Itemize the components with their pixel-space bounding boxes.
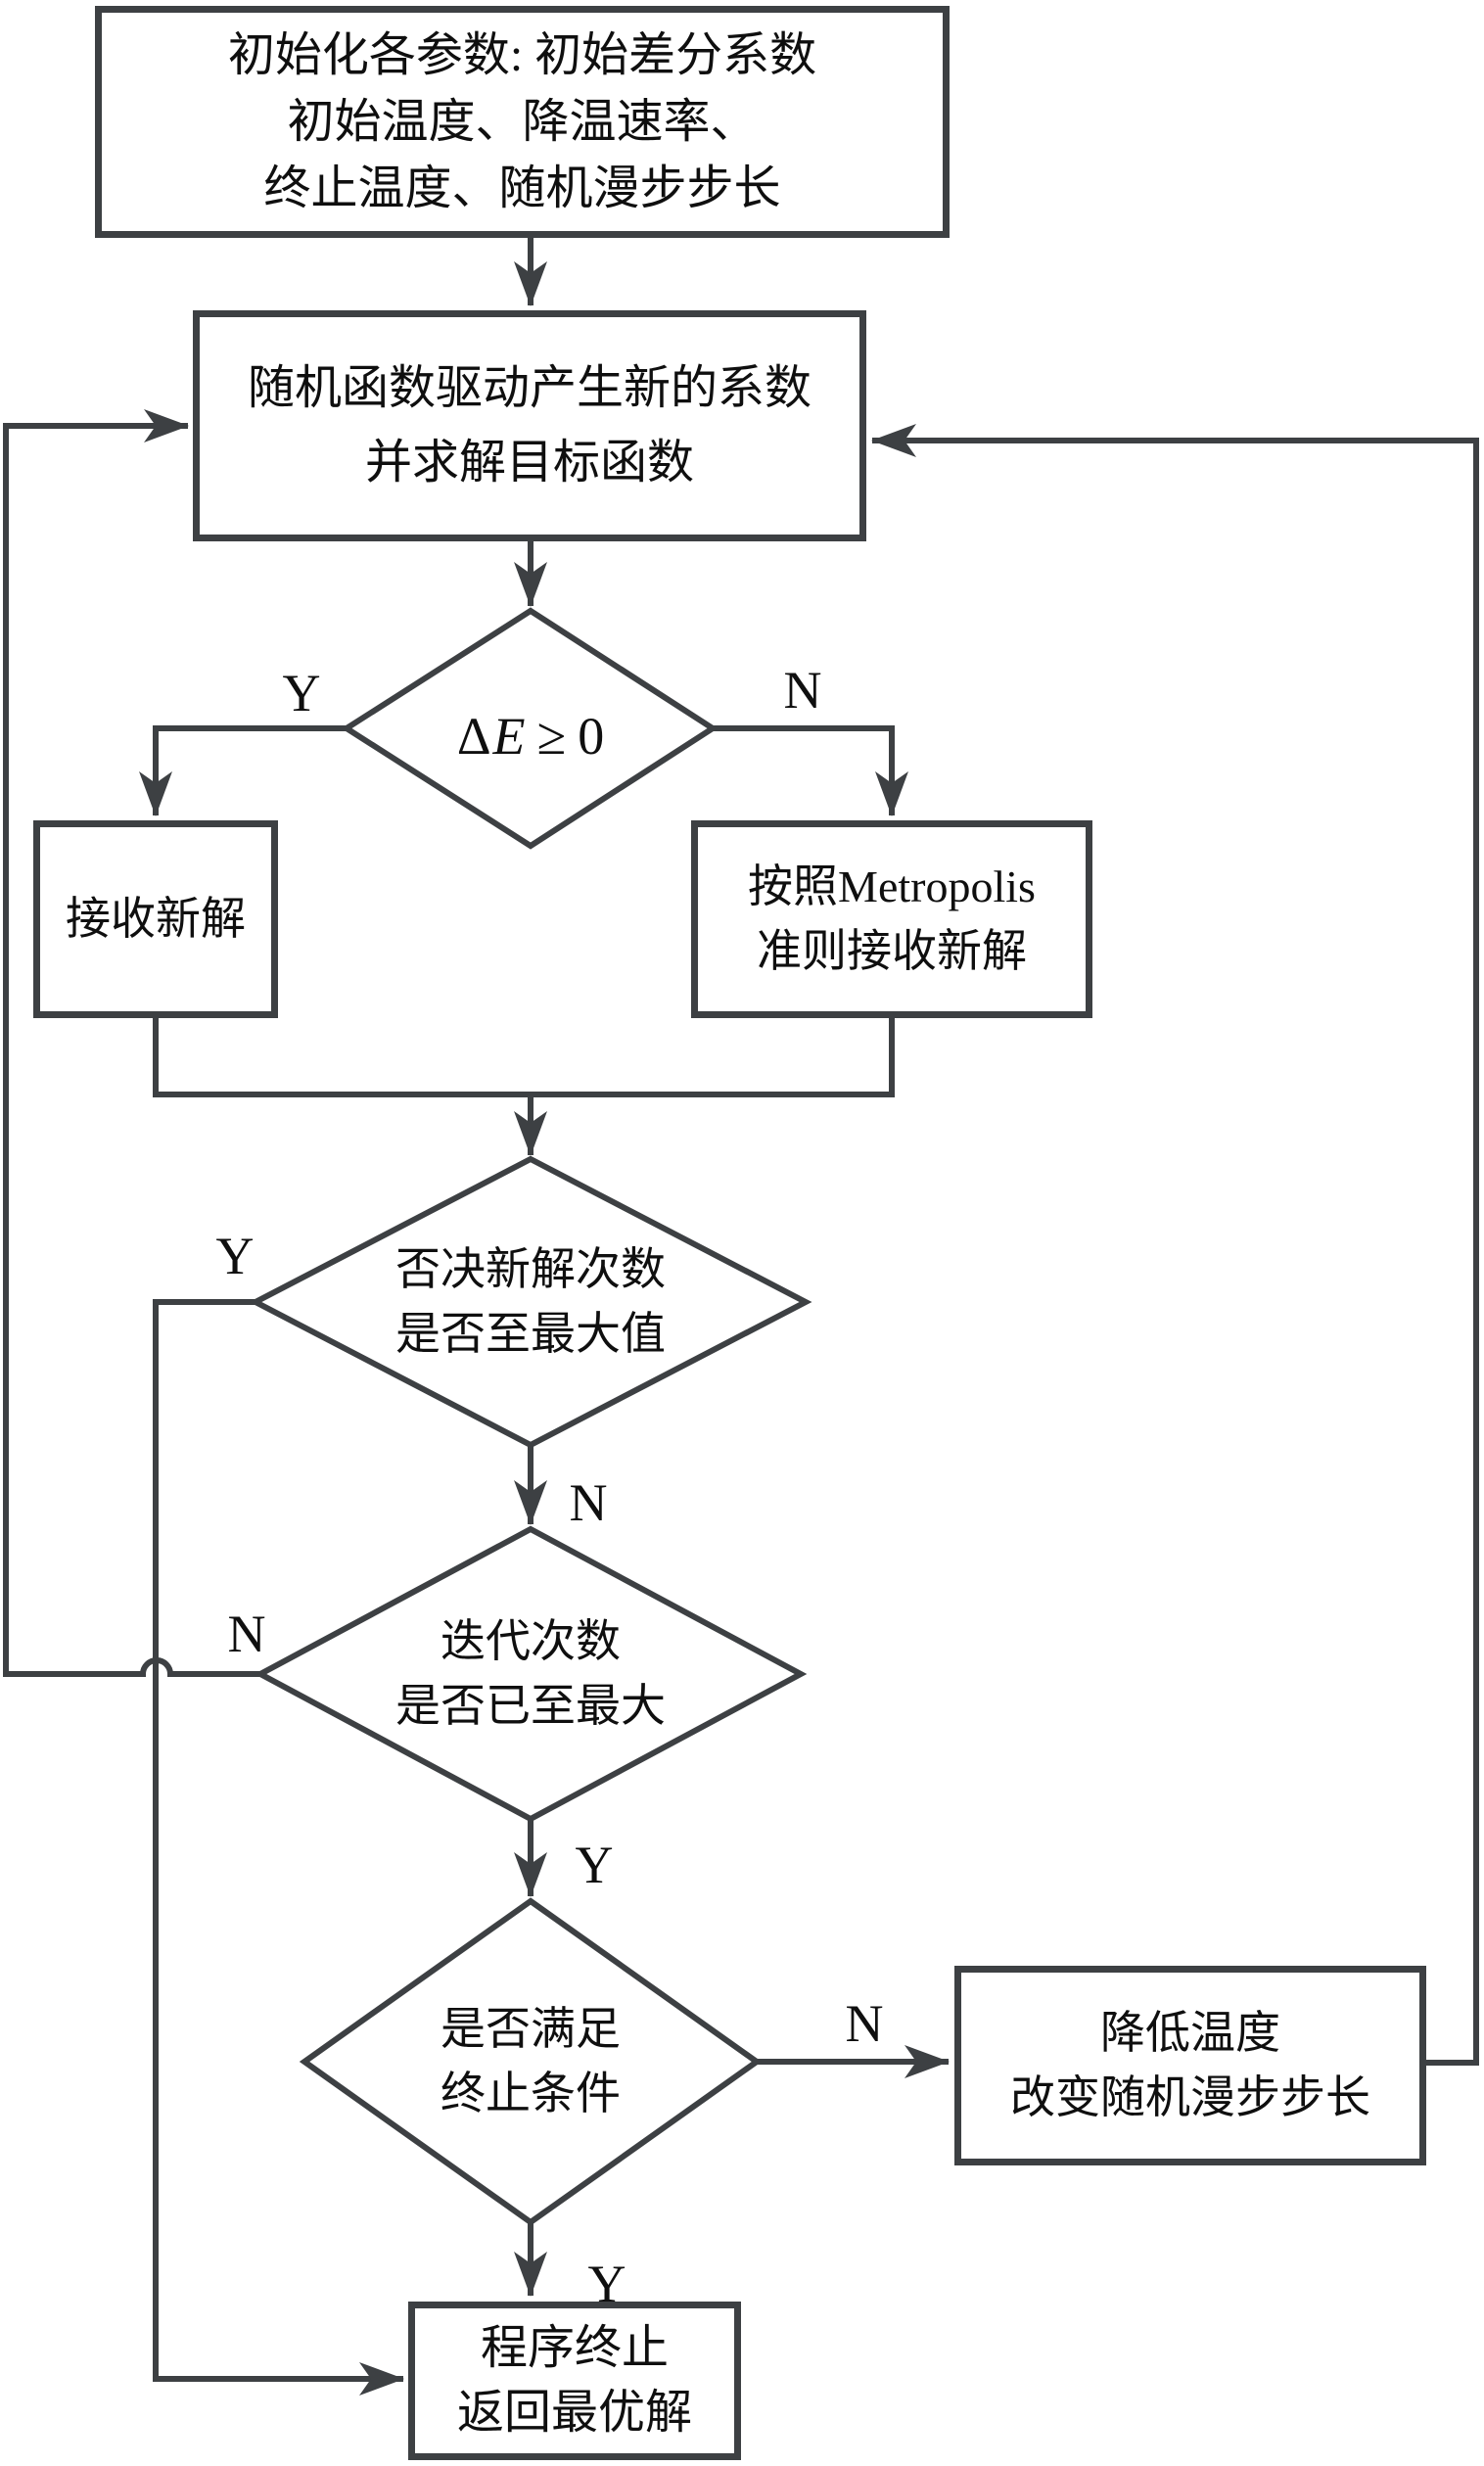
edge-delta-yes-to-accept [139,725,347,816]
edge-lower-temp-loop-right [871,424,1479,2066]
edge-label-delta-yes: Y [282,664,321,722]
node-accept-new-solution: 接收新解 [33,820,278,1018]
edge-label-terminate-yes: Y [587,2255,626,2313]
decision-terminate-shape [299,1897,763,2226]
node-program-terminate: 程序终止 返回最优解 [408,2302,741,2460]
edge-merge [153,1018,895,1097]
edge-label-iterations-yes: Y [575,1836,614,1894]
decision-delta-e-shape [341,607,719,850]
decision-iterations-shape [254,1525,808,1823]
edge-iterations-no-loop-left [3,409,260,1677]
edge-label-reject-yes: Y [215,1227,255,1285]
edge-label-terminate-no: N [845,1994,884,2053]
node-init-parameters: 初始化各参数: 初始差分系数 初始温度、降温速率、 终止温度、随机漫步步长 [95,6,950,238]
node-lower-temperature: 降低温度 改变随机漫步步长 [954,1966,1426,2165]
edge-delta-no-to-metropolis [713,725,908,816]
decision-reject-count-shape [249,1155,812,1449]
edge-label-iterations-no: N [227,1605,266,1663]
edge-label-reject-no: N [569,1473,608,1532]
edge-reject-yes-to-terminate [153,1299,404,2396]
edge-label-delta-no: N [783,661,822,720]
node-metropolis-accept: 按照Metropolis 准则接收新解 [691,820,1092,1018]
node-generate-coefficients: 随机函数驱动产生新的系数 并求解目标函数 [193,310,866,541]
